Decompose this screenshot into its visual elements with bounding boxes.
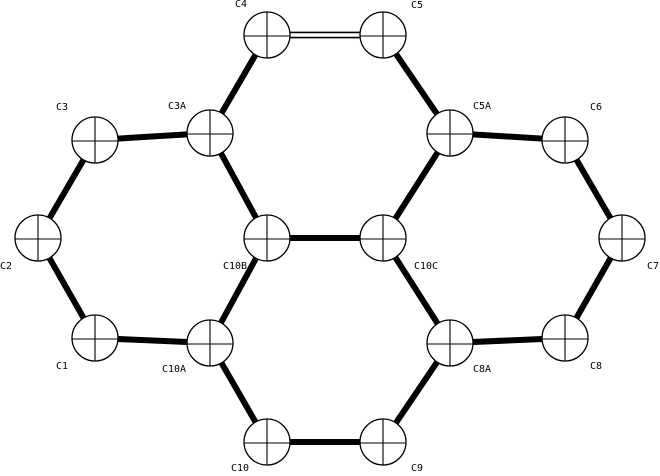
atom-label-c2: C2 xyxy=(0,261,12,272)
atom-c6 xyxy=(541,116,589,164)
atom-c10a xyxy=(186,319,234,367)
atom-c3 xyxy=(71,116,119,164)
atom-layer xyxy=(14,11,646,466)
atom-c8a xyxy=(426,319,474,367)
atom-label-c8: C8 xyxy=(590,361,602,372)
atom-c10b xyxy=(243,214,291,262)
atom-label-c6: C6 xyxy=(590,102,602,113)
atom-c10c xyxy=(359,214,407,262)
atom-c2 xyxy=(14,214,62,262)
atom-label-c4: C4 xyxy=(235,0,247,10)
atom-label-c1: C1 xyxy=(56,361,68,372)
atom-label-c10c: C10C xyxy=(414,261,438,272)
atom-label-c10: C10 xyxy=(231,463,249,474)
atom-label-c10b: C10B xyxy=(223,261,247,272)
atom-c8 xyxy=(541,314,589,362)
atom-label-c5: C5 xyxy=(411,0,423,11)
bond-layer xyxy=(35,31,625,445)
atom-c7 xyxy=(598,214,646,262)
atom-label-c3a: C3A xyxy=(168,101,186,112)
atom-label-c9: C9 xyxy=(411,463,423,474)
atom-label-c3: C3 xyxy=(56,102,68,113)
atom-c10 xyxy=(243,418,291,466)
atom-c9 xyxy=(359,418,407,466)
atom-c4 xyxy=(243,11,291,59)
atom-c1 xyxy=(71,314,119,362)
atom-c5 xyxy=(359,11,407,59)
atom-label-c10a: C10A xyxy=(162,364,186,375)
atom-c5a xyxy=(426,109,474,157)
atom-c3a xyxy=(186,109,234,157)
atom-label-c7: C7 xyxy=(647,261,659,272)
atom-label-c8a: C8A xyxy=(473,364,491,375)
atom-label-c5a: C5A xyxy=(473,101,491,112)
